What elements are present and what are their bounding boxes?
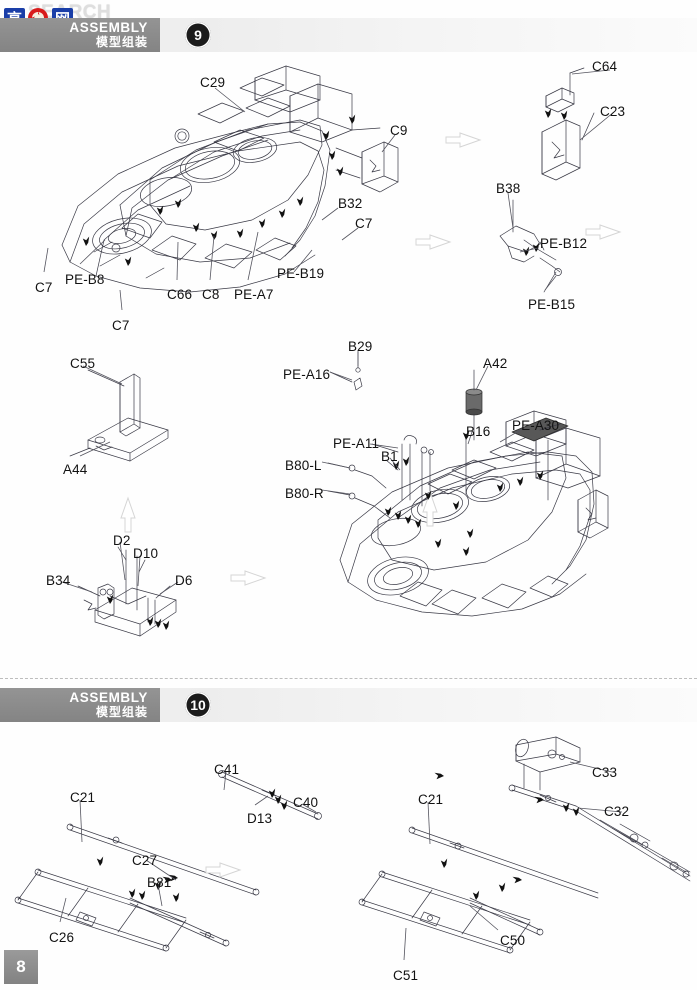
part-label-b80-r: B80-R xyxy=(285,486,324,501)
part-label-d10: D10 xyxy=(133,546,159,561)
part-label-b38: B38 xyxy=(496,181,521,196)
part-label-c55: C55 xyxy=(70,356,96,371)
part-c64-c23-group xyxy=(541,67,595,181)
part-label-pe-a16: PE-A16 xyxy=(283,367,331,382)
part-label-d2: D2 xyxy=(113,533,131,548)
part-b29-group xyxy=(329,351,363,391)
part-label-c41: C41 xyxy=(214,762,240,777)
part-label-pe-b19: PE-B19 xyxy=(277,266,325,281)
part-label-c23: C23 xyxy=(600,104,626,119)
part-label-c32: C32 xyxy=(604,804,630,819)
part-label-c21: C21 xyxy=(70,790,96,805)
part-label-c64: C64 xyxy=(592,59,618,74)
part-label-c8: C8 xyxy=(202,287,220,302)
assembly-title-cn-9: 模型组装 xyxy=(95,35,148,49)
turret-top-assembly xyxy=(61,65,353,293)
part-label-pe-a7: PE-A7 xyxy=(234,287,274,302)
step-number-10: 10 xyxy=(185,692,211,718)
part-label-a44: A44 xyxy=(63,462,88,477)
part-label-pe-a30: PE-A30 xyxy=(512,418,560,433)
page-number: 8 xyxy=(4,950,38,984)
assembly-header-10: ASSEMBLY 模型组装 10 xyxy=(0,688,697,722)
part-label-d6: D6 xyxy=(175,573,193,588)
part-label-b16: B16 xyxy=(466,424,491,439)
part-label-b29: B29 xyxy=(348,339,373,354)
part-c9-group xyxy=(335,127,399,193)
barrel-c32-c33 xyxy=(508,736,691,882)
assembly-header-9: ASSEMBLY 模型组装 9 xyxy=(0,18,697,52)
part-label-b80-l: B80-L xyxy=(285,458,322,473)
part-label-c7: C7 xyxy=(35,280,53,295)
part-label-c7: C7 xyxy=(112,318,130,333)
part-d-assembly xyxy=(77,546,177,637)
assembly-tab-10: ASSEMBLY 模型组装 xyxy=(0,688,160,722)
part-c55-a44-assembly xyxy=(69,369,169,462)
assembly-title-en-9: ASSEMBLY xyxy=(69,20,148,35)
part-label-c26: C26 xyxy=(49,930,75,945)
part-label-b34: B34 xyxy=(46,573,71,588)
part-label-d13: D13 xyxy=(247,811,273,826)
part-label-b32: B32 xyxy=(338,196,363,211)
part-label-pe-a11: PE-A11 xyxy=(333,436,380,451)
part-label-b1: B1 xyxy=(381,449,398,464)
frame-right-assembly xyxy=(358,826,599,954)
part-label-c33: C33 xyxy=(592,765,618,780)
part-label-c50: C50 xyxy=(500,933,526,948)
turret-lower-assembly xyxy=(339,410,609,617)
step-number-9: 9 xyxy=(185,22,211,48)
part-label-c66: C66 xyxy=(167,287,193,302)
part-label-c21: C21 xyxy=(418,792,444,807)
leader-lines xyxy=(43,69,623,961)
part-label-c9: C9 xyxy=(390,123,408,138)
placement-arrows xyxy=(82,108,580,902)
part-label-pe-b8: PE-B8 xyxy=(65,272,105,287)
part-label-b81: B81 xyxy=(147,875,172,890)
section-divider xyxy=(0,678,697,679)
assembly-tab-9: ASSEMBLY 模型组装 xyxy=(0,18,160,52)
part-label-a42: A42 xyxy=(483,356,508,371)
part-label-c27: C27 xyxy=(132,853,158,868)
assembly-title-en-10: ASSEMBLY xyxy=(69,690,148,705)
part-label-c29: C29 xyxy=(200,75,226,90)
part-label-c40: C40 xyxy=(293,795,319,810)
part-label-pe-b15: PE-B15 xyxy=(528,297,576,312)
part-label-c7: C7 xyxy=(355,216,373,231)
part-label-pe-b12: PE-B12 xyxy=(540,236,588,251)
part-label-c51: C51 xyxy=(393,968,419,983)
assembly-title-cn-10: 模型组装 xyxy=(95,705,148,719)
